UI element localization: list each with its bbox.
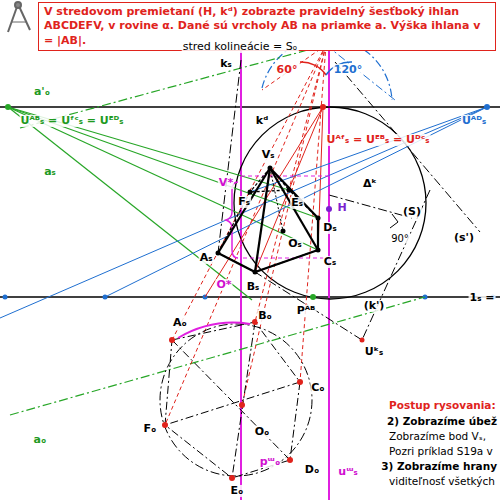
procedure-note: 2) Zobrazíme úbež	[386, 416, 498, 428]
point-label: Δᵏ	[362, 178, 378, 190]
procedure-note: Postup rysovania:	[388, 400, 497, 412]
point-label: Oₛ	[287, 238, 303, 250]
point-label: Fₛ	[237, 196, 251, 208]
point-label: O*	[215, 279, 232, 291]
length-mark	[178, 323, 250, 338]
points	[5, 42, 490, 343]
procedure-note: Zobrazíme bod Vₛ,	[388, 431, 487, 443]
point-label: aₒ	[33, 434, 48, 446]
point-label: Fₒ	[143, 423, 158, 435]
point-label: Eₛ	[290, 197, 304, 209]
compass-icon	[8, 2, 30, 32]
point-label: 60°	[276, 64, 299, 76]
point-label: V*	[218, 177, 234, 189]
point-label: uᵚₛ	[337, 466, 358, 478]
procedure-note: 3) Zobrazíme hrany	[380, 461, 498, 473]
point-label: (s')	[453, 232, 475, 244]
point-label: 90°	[390, 233, 410, 244]
point-label: Uᴬᴰₛ	[461, 115, 487, 127]
point-label: pᵚₒ	[259, 456, 282, 468]
point-label: Pᴬᴮ	[296, 305, 317, 317]
pyramid-projection	[218, 168, 318, 272]
point-label: Eₒ	[230, 485, 245, 497]
red-lines	[165, 45, 326, 425]
angle-arc	[300, 62, 326, 75]
point-label: kᵈ	[255, 115, 270, 127]
vanishing-line	[328, 50, 330, 500]
rotated-hexagon	[165, 322, 300, 478]
point-label: Bₒ	[257, 310, 273, 322]
point-label: Aₒ	[172, 317, 188, 329]
procedure-note: viditeľnosť všetkých	[388, 476, 496, 488]
point-label: Dₛ	[322, 222, 337, 234]
procedure-note: Pozri príklad S19a v	[388, 446, 494, 458]
point-label: Aₛ	[199, 252, 214, 264]
point-label: Uᴬᶠₛ = Uᴱᴮₛ = Uᴰᶜₛ	[326, 134, 431, 146]
point-label: Bₛ	[246, 281, 261, 293]
point-label: stred kolineácie = Sₒ	[182, 41, 299, 53]
axis-line	[240, 50, 242, 500]
point-label: Uᵏₛ	[364, 346, 384, 358]
point-label: aₛ	[43, 166, 57, 178]
point-label: kₛ	[219, 58, 233, 70]
point-label: Vₛ	[261, 149, 276, 161]
point-label: Cₒ	[310, 382, 325, 394]
height-bracket	[226, 182, 238, 258]
point-label: 120°	[333, 64, 363, 76]
point-label: a'ₒ	[33, 86, 51, 98]
point-label: Cₛ	[323, 256, 337, 268]
horizon-line	[0, 106, 500, 108]
green-lines	[8, 45, 425, 415]
point-label: Uᴬᴮₛ = Uᶠᶜₛ = Uᴱᴰₛ	[20, 115, 125, 127]
rotated-points	[162, 319, 303, 481]
point-label: 1ₛ =	[469, 292, 496, 304]
construction-lines	[218, 60, 480, 340]
right-angle-mark	[390, 214, 398, 228]
point-label: Oₒ	[254, 426, 271, 438]
point-label: Dₒ	[304, 464, 321, 476]
blue-lines	[0, 107, 487, 318]
point-label: H	[336, 202, 347, 214]
point-label: (k')	[363, 300, 386, 312]
point-label: (S)	[402, 206, 422, 218]
